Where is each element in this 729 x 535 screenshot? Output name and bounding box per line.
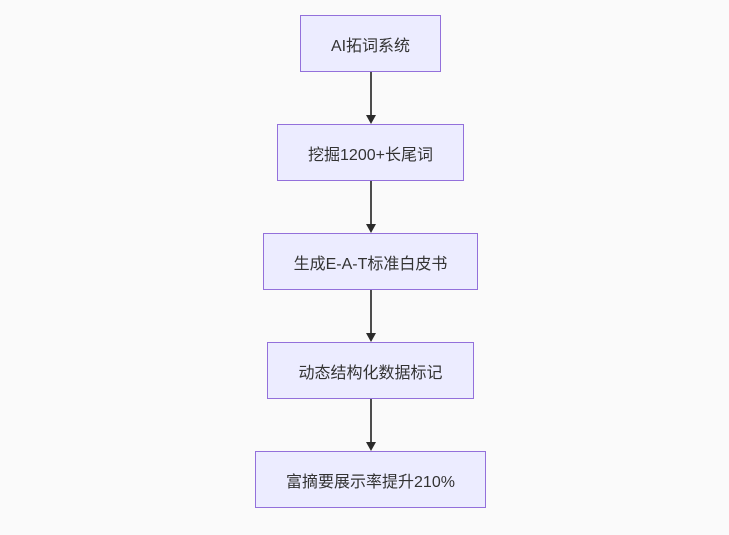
flow-node-rich-snippet-result: 富摘要展示率提升210%	[255, 451, 486, 508]
arrow-shaft	[369, 290, 372, 334]
flow-node-label: 富摘要展示率提升210%	[286, 473, 455, 491]
flowchart-diagram: AI拓词系统 挖掘1200+长尾词 生成E-A-T标准白皮书 动态结构化数据标记…	[6, 0, 729, 535]
flow-node-ai-keyword-system: AI拓词系统	[299, 15, 442, 72]
arrow-head-down-icon	[365, 333, 376, 342]
flow-node-label: 动态结构化数据标记	[298, 364, 443, 382]
arrow-shaft	[369, 72, 372, 116]
flow-node-label: 挖掘1200+长尾词	[308, 146, 433, 164]
arrow-head-down-icon	[365, 115, 376, 124]
flow-arrow-3	[365, 290, 376, 342]
arrow-head-down-icon	[365, 224, 376, 233]
flow-arrow-4	[365, 399, 376, 451]
arrow-shaft	[369, 399, 372, 443]
flow-node-label: 生成E-A-T标准白皮书	[293, 255, 448, 273]
flow-node-eat-whitepaper: 生成E-A-T标准白皮书	[262, 233, 479, 290]
flow-node-label: AI拓词系统	[330, 37, 411, 55]
flow-arrow-1	[365, 72, 376, 124]
arrow-shaft	[369, 181, 372, 225]
flow-node-longtail-mining: 挖掘1200+长尾词	[277, 124, 464, 181]
arrow-head-down-icon	[365, 442, 376, 451]
flow-arrow-2	[365, 181, 376, 233]
flow-node-structured-data-markup: 动态结构化数据标记	[267, 342, 474, 399]
